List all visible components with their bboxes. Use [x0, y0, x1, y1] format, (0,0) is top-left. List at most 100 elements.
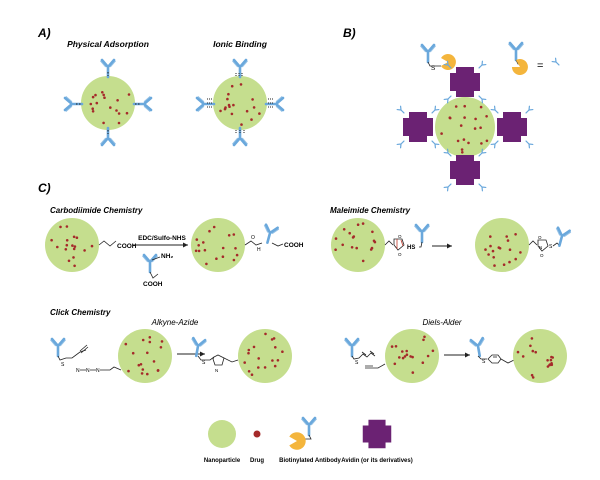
- legend-antibody-icon: [300, 416, 318, 437]
- drug-dot: [480, 142, 483, 145]
- drug-dot: [492, 255, 496, 259]
- drug-dot: [103, 96, 106, 99]
- drug-dot: [91, 107, 94, 110]
- drug-dot: [272, 337, 276, 340]
- drug-dot: [75, 236, 79, 239]
- antibody-icon: [490, 138, 501, 149]
- drug-dot: [160, 340, 164, 343]
- product-carboxyl-label: COOH: [284, 242, 304, 249]
- drug-dot: [462, 138, 466, 141]
- drug-dot: [350, 246, 354, 249]
- drug-dot: [141, 338, 145, 342]
- drug-dot: [370, 246, 374, 250]
- physical-adsorption-title: Physical Adsorption: [67, 39, 149, 49]
- product-o-label: O: [538, 235, 542, 240]
- drug-dot: [273, 364, 277, 368]
- drug-dot: [67, 259, 71, 263]
- drug-dot: [489, 235, 492, 238]
- drug-dot: [258, 112, 261, 115]
- ionic-binding-title: Ionic Binding: [213, 39, 268, 49]
- antibody-icon: [141, 253, 159, 274]
- nanoparticle: [191, 218, 245, 272]
- drug-dot: [247, 351, 250, 355]
- drug-dot: [505, 235, 509, 238]
- drug-dot: [230, 84, 234, 88]
- drug-dot: [341, 243, 345, 247]
- drug-dot: [530, 373, 534, 377]
- drug-dot: [212, 225, 216, 229]
- avidin-icon: [450, 67, 480, 97]
- drug-dot: [109, 106, 112, 109]
- drug-dot: [394, 345, 398, 348]
- drug-dot: [546, 359, 549, 362]
- drug-dot: [519, 251, 522, 254]
- product-s-label: S: [482, 359, 486, 365]
- drug-dot: [159, 346, 163, 349]
- drug-dot: [59, 225, 62, 229]
- drug-dot: [251, 98, 254, 101]
- drug-dot: [361, 222, 365, 225]
- click-chemistry-title: Click Chemistry: [50, 308, 111, 317]
- drug-dot: [459, 124, 463, 127]
- drug-dot: [270, 338, 274, 341]
- antibody-icon: [231, 58, 249, 79]
- drug-dot: [247, 348, 251, 352]
- drug-dot: [479, 105, 483, 109]
- product-o-label: O: [540, 253, 544, 258]
- drug-dot: [224, 106, 227, 109]
- drug-dot: [252, 345, 256, 349]
- nanoparticle: [213, 76, 267, 130]
- drug-dot: [234, 247, 237, 250]
- drug-dot: [401, 356, 405, 360]
- drug-dot: [463, 104, 467, 108]
- drug-dot: [94, 93, 97, 97]
- legend-antibody-label: Biotinylated Antibody: [279, 458, 341, 464]
- thiol-label: S: [355, 360, 359, 366]
- drug-dot: [156, 369, 160, 372]
- drug-dot: [137, 363, 141, 367]
- drug-dot: [148, 340, 152, 344]
- drug-dot: [423, 335, 426, 339]
- antibody-icon: [443, 181, 454, 192]
- legend-nanoparticle-swatch: [208, 420, 236, 448]
- antibody-icon: [49, 337, 67, 358]
- drug-dot: [530, 337, 534, 340]
- drug-dot: [361, 259, 365, 263]
- drug-dot: [405, 353, 409, 357]
- antibody-carboxyl-label: COOH: [143, 281, 163, 288]
- triazole-n-label: N: [215, 368, 218, 373]
- avidin-icon: [450, 155, 480, 185]
- drug-dot: [245, 109, 249, 113]
- biotin-icon: [509, 56, 531, 78]
- panel-letter-a: A): [37, 26, 51, 40]
- drug-dot: [493, 264, 496, 267]
- thiol-label: S: [431, 65, 436, 72]
- drug-dot: [546, 365, 550, 368]
- drug-dot: [194, 249, 198, 253]
- drug-dot: [56, 245, 59, 249]
- drug-dot: [250, 373, 254, 377]
- antibody-icon: [468, 336, 489, 359]
- antibody-icon: [490, 105, 501, 116]
- drug-dot: [485, 139, 489, 143]
- drug-dot: [197, 249, 201, 253]
- physical-adsorption-diagram: [63, 58, 153, 147]
- drug-dot: [390, 345, 394, 348]
- avidin-icon: [497, 112, 527, 142]
- drug-dot: [489, 244, 492, 248]
- drug-dot: [197, 244, 200, 247]
- drug-dot: [115, 109, 118, 112]
- drug-dot: [221, 246, 225, 250]
- drug-dot: [401, 350, 404, 353]
- antibody-icon: [429, 105, 440, 116]
- drug-dot: [454, 105, 458, 108]
- drug-dot: [491, 249, 495, 253]
- drug-dot: [356, 223, 360, 226]
- drug-dot: [95, 101, 99, 105]
- drug-dot: [71, 244, 74, 247]
- drug-dot: [426, 354, 430, 358]
- azide-n-label: N: [86, 368, 90, 374]
- drug-dot: [140, 372, 144, 375]
- drug-dot: [411, 355, 414, 359]
